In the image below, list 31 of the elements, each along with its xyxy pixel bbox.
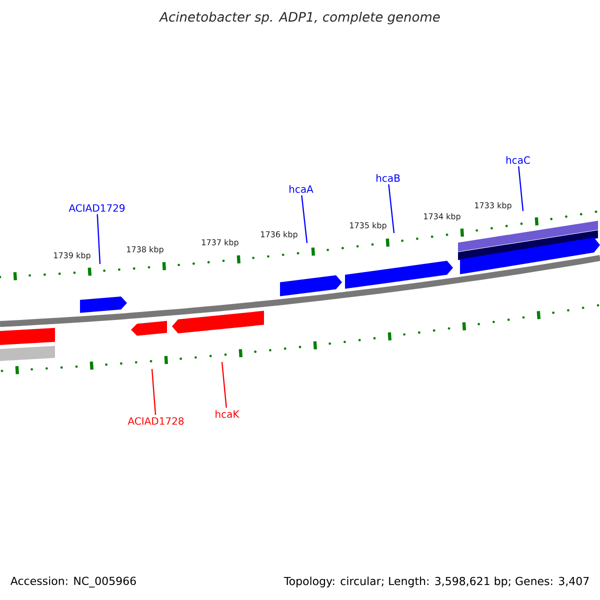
gene-bar: [0, 346, 55, 361]
genome-info-text: Topology: circular; Length: 3,598,621 bp; Genes: 3,407: [284, 576, 589, 588]
gene-feature: [280, 275, 342, 296]
leader-line: [221, 362, 227, 408]
scale-label: 1733 kbp: [475, 202, 512, 210]
leader-line: [388, 184, 395, 234]
gene-feature: [172, 310, 264, 334]
gene-feature: [345, 260, 453, 289]
scale-label: 1738 kbp: [127, 246, 164, 254]
gene-feature: [460, 238, 600, 274]
accession-text: Accession: NC_005966: [10, 576, 136, 588]
leader-line: [96, 214, 101, 264]
gene-label: ACIAD1728: [128, 417, 184, 425]
gene-bar: [0, 328, 55, 345]
leader-line: [518, 166, 524, 212]
scale-label: 1737 kbp: [202, 239, 238, 247]
gene-label: hcaA: [290, 185, 314, 193]
gene-label: hcaC: [506, 156, 530, 164]
scale-label: 1734 kbp: [424, 213, 460, 221]
gene-bar: [458, 220, 598, 252]
title: Acinetobacter sp. ADP1, complete genome: [158, 12, 440, 24]
gene-label: hcaK: [216, 410, 240, 418]
gene-label: hcaB: [376, 174, 400, 182]
leader-line: [151, 368, 156, 415]
scale-label: 1735 kbp: [350, 222, 386, 230]
gene-feature: [131, 320, 167, 336]
gene-label: ACIAD1729: [68, 204, 125, 212]
leader-line: [301, 195, 308, 244]
scale-label: 1739 kbp: [54, 252, 90, 260]
gene-feature: [80, 296, 127, 313]
scale-label: 1736 kbp: [261, 231, 298, 239]
